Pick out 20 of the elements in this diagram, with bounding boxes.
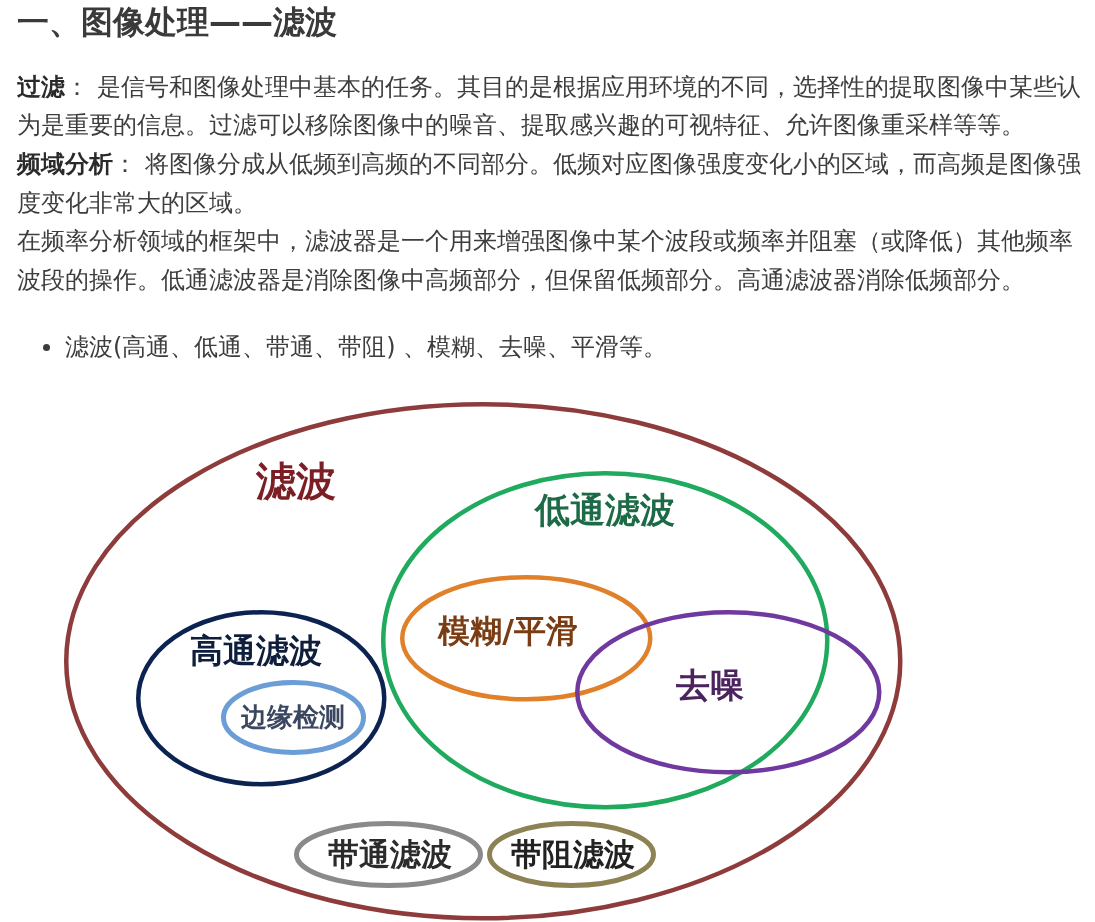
- set-ellipse: [135, 609, 387, 787]
- set-label: 高通滤波: [190, 632, 322, 670]
- body-paragraph: 在频率分析领域的框架中，滤波器是一个用来增强图像中某个波段或频率并阻塞（或降低）其他频率波段的操作。低通滤波器是消除图像中高频部分，但保留低频部分。高通滤波器消除低频部分。: [17, 226, 1074, 297]
- set-label: 低通滤波: [535, 490, 675, 530]
- list-item-text: 滤波(高通、低通、带通、带阻) 、模糊、去噪、平滑等。: [65, 331, 668, 363]
- set-ellipse: [63, 401, 903, 921]
- set-label: 模糊/平滑: [438, 614, 578, 650]
- set-ellipse: [380, 470, 830, 810]
- set-label: 去噪: [676, 667, 744, 705]
- set-label: 边缘检测: [241, 702, 345, 732]
- set-label: 带阻滤波: [511, 836, 635, 872]
- set-ellipse: [220, 679, 366, 755]
- set-ellipse: [486, 820, 656, 888]
- body-paragraph: 频域分析： 将图像分成从低频到高频的不同部分。低频对应图像强度变化小的区域，而高频是图像强度变化非常大的区域。: [17, 149, 1082, 219]
- body-paragraph: 过滤： 是信号和图像处理中基本的任务。其目的是根据应用环境的不同，选择性的提取图像中某些认为是重要的信息。过滤可以移除图像中的噪音、提取感兴趣的可视特征、允许图像重采样等等。: [17, 71, 1082, 142]
- set-label: 滤波: [256, 459, 336, 503]
- set-ellipse: [293, 820, 483, 888]
- set-ellipse: [399, 574, 653, 702]
- set-label: 带通滤波: [328, 836, 452, 872]
- section-heading: 一、图像处理——滤波: [17, 2, 337, 42]
